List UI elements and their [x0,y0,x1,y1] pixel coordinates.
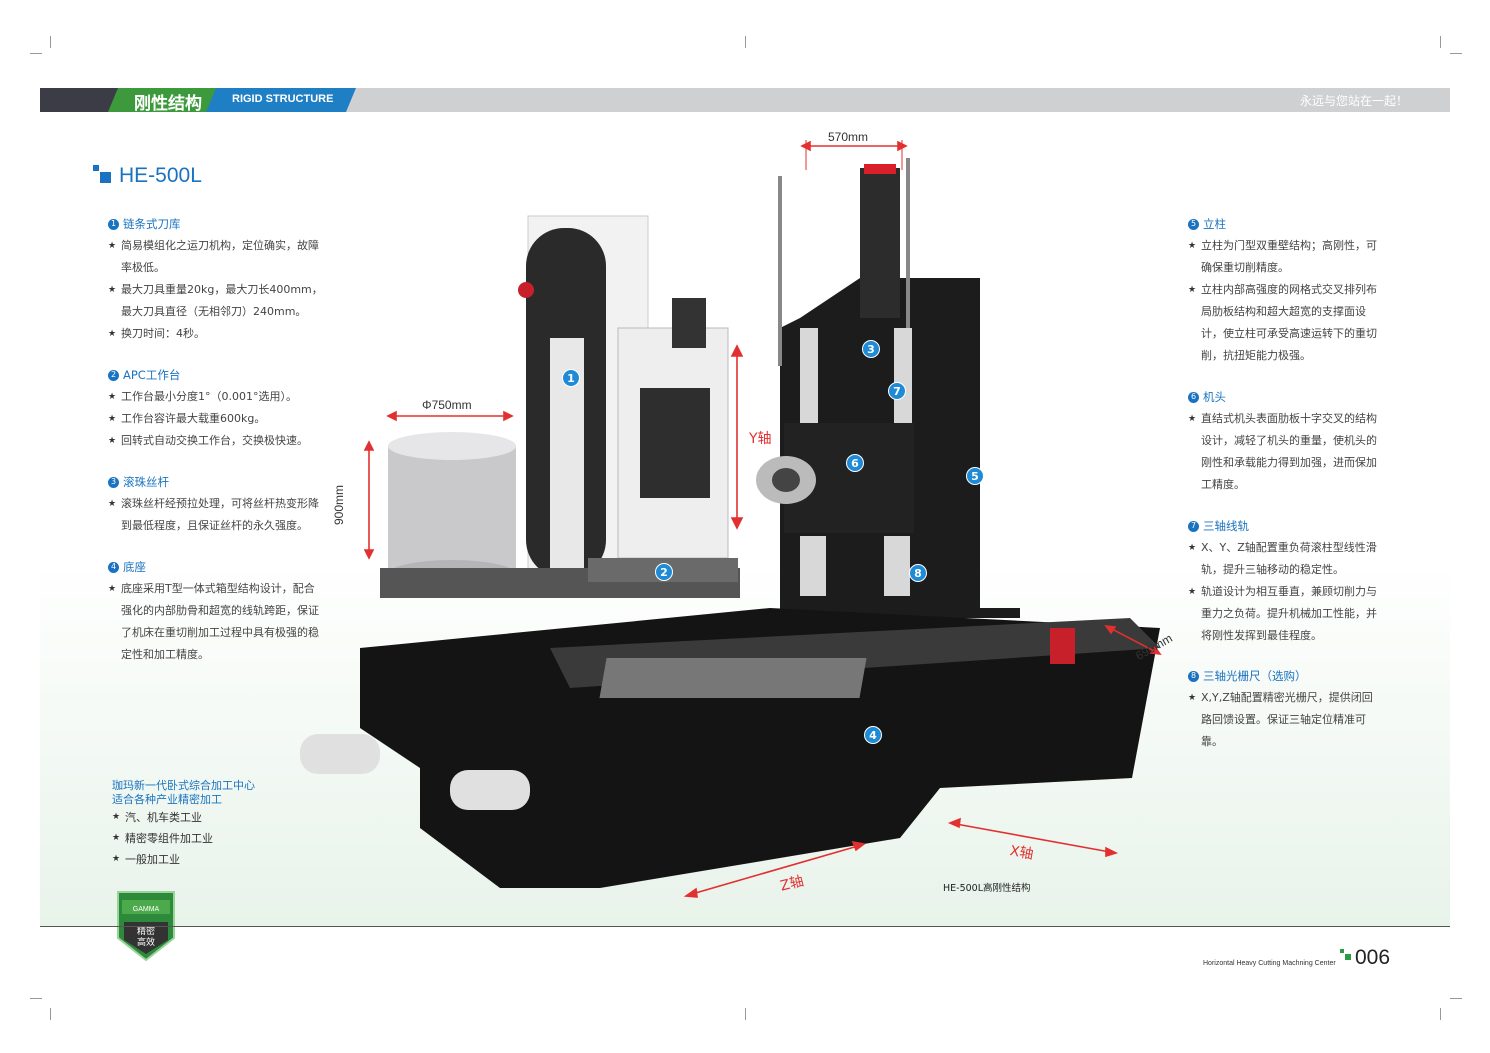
section-number-badge: 1 [108,218,119,230]
crop-mark [1450,53,1462,54]
section-title: 4 底座 [108,556,323,578]
section-number-badge: 8 [1188,670,1199,682]
callout-marker: 8 [909,564,927,582]
model-title: HE-500L [119,164,202,187]
section-item: 工作台最小分度1°（0.001°选用）。 [108,386,323,408]
section-item: 换刀时间：4秒。 [108,323,323,345]
axis-label-y: Y轴 [749,431,772,447]
model-title-icon [93,165,113,185]
callout-marker: 5 [966,467,984,485]
footer-text: Horizontal Heavy Cutting Machning Center [1203,960,1336,967]
tool-magazine [518,215,649,578]
axis-label-x: X轴 [1008,843,1035,863]
section-base: 4 底座 底座采用T型一体式箱型结构设计，配合强化的内部肋骨和超宽的线轨跨距，保证… [108,556,323,666]
section-ball-screw: 3 滚珠丝杆 滚珠丝杆经预拉处理，可将丝杆热变形降到最低程度，且保证丝杆的永久强度… [108,471,323,537]
section-title: 6 机头 [1188,386,1378,408]
page-number: 006 [1355,946,1391,969]
section-title-text: 机头 [1203,390,1226,404]
crop-mark [30,53,42,54]
section-item: X、Y、Z轴配置重负荷滚柱型线性滑轨，提升三轴移动的稳定性。 [1188,537,1378,581]
section-title: 1 链条式刀库 [108,213,323,235]
header-slogan: 永远与您站在一起！ [1299,94,1408,108]
machine-base [300,608,1160,888]
crop-mark [30,998,42,999]
header-title-en-block: RIGID STRUCTURE [206,88,356,112]
section-title-text: 立柱 [1203,217,1226,231]
figure-caption: HE-500L高刚性结构 [943,883,1031,894]
industry-item: 精密零组件加工业 [112,828,255,849]
section-title-text: 底座 [123,560,146,574]
section-item: 底座采用T型一体式箱型结构设计，配合强化的内部肋骨和超宽的线轨跨距，保证了机床在… [108,578,323,666]
section-number-badge: 5 [1188,218,1199,230]
crop-mark [50,36,51,48]
industry-item: 一般加工业 [112,849,255,870]
section-spindle-head: 6 机头 直结式机头表面肋板十字交叉的结构设计，减轻了机头的重量，使机头的刚性和承… [1188,386,1378,496]
section-item: 立柱内部高强度的网格式交叉排列布局肋板结构和超大超宽的支撑面设计，使立柱可承受高… [1188,279,1378,367]
callout-marker: 4 [864,726,882,744]
section-column: 5 立柱 立柱为门型双重壁结构；高刚性，可确保重切削精度。 立柱内部高强度的网格式… [1188,213,1378,367]
spindle-head [756,423,914,596]
machine-illustration [300,158,1160,888]
section-number-badge: 3 [108,476,119,488]
section-number-badge: 7 [1188,520,1199,532]
section-title-text: 滚珠丝杆 [123,475,169,489]
page-number-icon [1340,949,1352,961]
section-item: 简易模组化之运刀机构，定位确实，故障率极低。 [108,235,323,279]
crop-mark [745,36,746,48]
header-title-en: RIGID STRUCTURE [232,93,334,105]
section-item: 回转式自动交换工作台，交换极快速。 [108,430,323,452]
section-linear-scales: 8 三轴光栅尺（选购） X,Y,Z轴配置精密光栅尺，提供闭回路回馈设置。保证三轴定… [1188,665,1378,753]
section-title-text: 链条式刀库 [123,217,181,231]
footer-divider [40,926,1450,927]
dim-label-diameter: Φ750mm [422,398,472,412]
crop-mark [745,1008,746,1020]
section-number-badge: 4 [108,561,119,573]
industry-item: 汽、机车类工业 [112,807,255,828]
crop-mark [1440,1008,1441,1020]
apc-unit [380,298,740,598]
dim-label-height: 900mm [332,484,346,525]
section-tool-magazine: 1 链条式刀库 简易模组化之运刀机构，定位确实，故障率极低。 最大刀具重量20kg… [108,213,323,345]
section-apc-table: 2 APC工作台 工作台最小分度1°（0.001°选用）。 工作台容许最大载重60… [108,364,323,452]
callout-marker: 7 [888,382,906,400]
callout-marker: 3 [862,340,880,358]
section-linear-guides: 7 三轴线轨 X、Y、Z轴配置重负荷滚柱型线性滑轨，提升三轴移动的稳定性。 轨道设… [1188,515,1378,647]
section-title-text: 三轴光栅尺（选购） [1203,669,1307,683]
badge-line1: 精密 [137,925,155,937]
section-item: 工作台容许最大载重600kg。 [108,408,323,430]
industry-title-line2: 适合各种产业精密加工 [112,793,222,806]
section-title: 8 三轴光栅尺（选购） [1188,665,1378,687]
header-dark-block [40,88,120,112]
callout-marker: 6 [846,454,864,472]
section-title: 5 立柱 [1188,213,1378,235]
header-title-cn-block: 刚性结构 [108,88,218,112]
section-number-badge: 2 [108,369,119,381]
industry-block: 珈玛新一代卧式综合加工中心 适合各种产业精密加工 汽、机车类工业 精密零组件加工… [112,779,255,870]
section-item: 立柱为门型双重壁结构；高刚性，可确保重切削精度。 [1188,235,1378,279]
section-number-badge: 6 [1188,391,1199,403]
section-item: 直结式机头表面肋板十字交叉的结构设计，减轻了机头的重量，使机头的刚性和承载能力得… [1188,408,1378,496]
section-title: 2 APC工作台 [108,364,323,386]
callout-marker: 1 [562,369,580,387]
industry-title-line1: 珈玛新一代卧式综合加工中心 [112,779,255,792]
badge-line2: 高效 [137,936,155,948]
callout-marker: 2 [655,563,673,581]
section-item: 轨道设计为相互垂直，兼顾切削力与重力之负荷。提升机械加工性能，并将刚性发挥到最佳… [1188,581,1378,647]
dim-label-width: 570mm [828,130,869,144]
section-item: 滚珠丝杆经预拉处理，可将丝杆热变形降到最低程度，且保证丝杆的永久强度。 [108,493,323,537]
section-item: X,Y,Z轴配置精密光栅尺，提供闭回路回馈设置。保证三轴定位精准可靠。 [1188,687,1378,753]
header-title-cn: 刚性结构 [134,94,202,114]
section-title-text: APC工作台 [123,368,181,382]
section-title: 3 滚珠丝杆 [108,471,323,493]
section-item: 最大刀具重量20kg，最大刀长400mm，最大刀具直径（无相邻刀）240mm。 [108,279,323,323]
crop-mark [1440,36,1441,48]
section-title: 7 三轴线轨 [1188,515,1378,537]
badge-brand: GAMMA [133,906,160,913]
crop-mark [1450,998,1462,999]
crop-mark [50,1008,51,1020]
section-title-text: 三轴线轨 [1203,519,1249,533]
